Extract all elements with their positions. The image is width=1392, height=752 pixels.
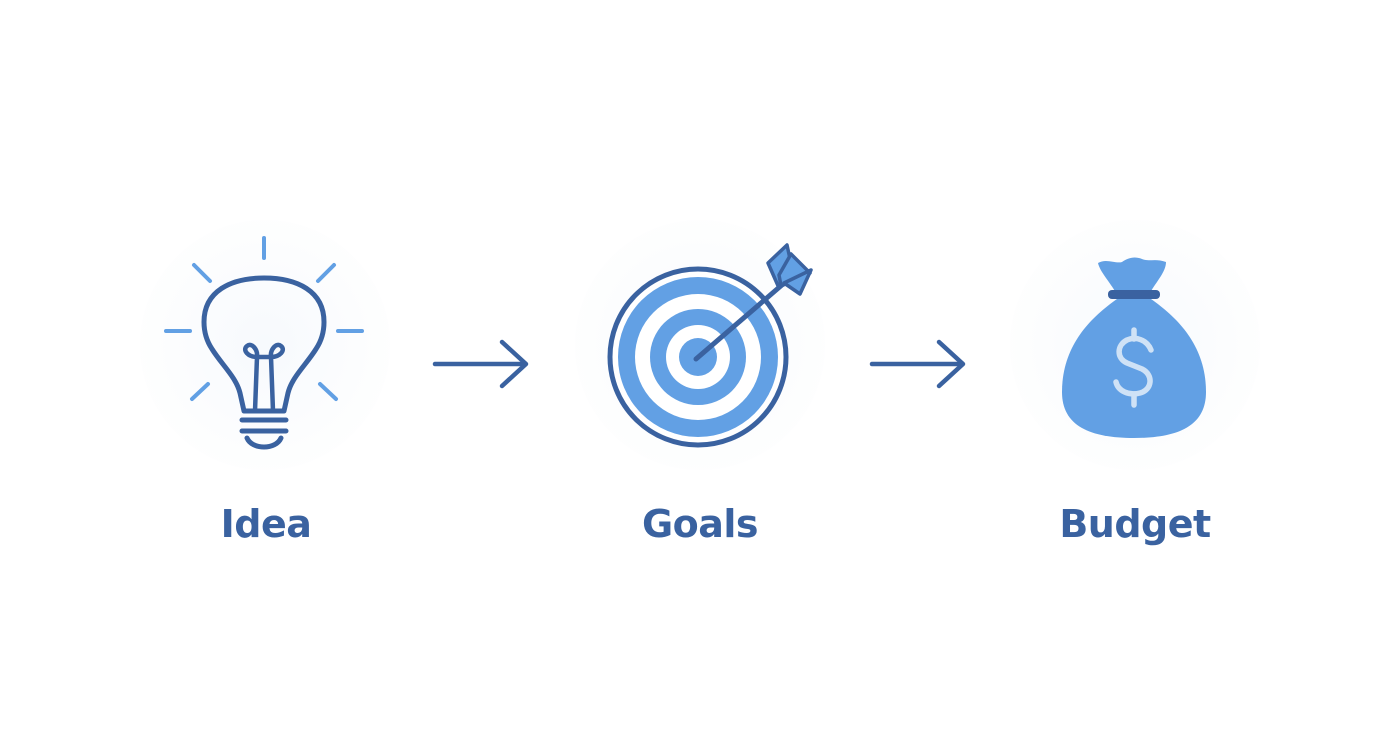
arrow-right-icon <box>425 335 535 395</box>
arrow-right-icon <box>862 335 972 395</box>
step-label-idea: Idea <box>220 502 312 546</box>
step-budget <box>1050 250 1220 445</box>
step-label-goals: Goals <box>641 502 759 546</box>
step-idea <box>150 225 380 460</box>
idea-halo <box>140 220 390 470</box>
target-arrow-icon <box>607 243 813 448</box>
money-bag-icon <box>1062 257 1206 438</box>
lightbulb-icon <box>164 236 364 450</box>
step-goals <box>600 235 825 460</box>
step-label-budget: Budget <box>1059 502 1211 546</box>
